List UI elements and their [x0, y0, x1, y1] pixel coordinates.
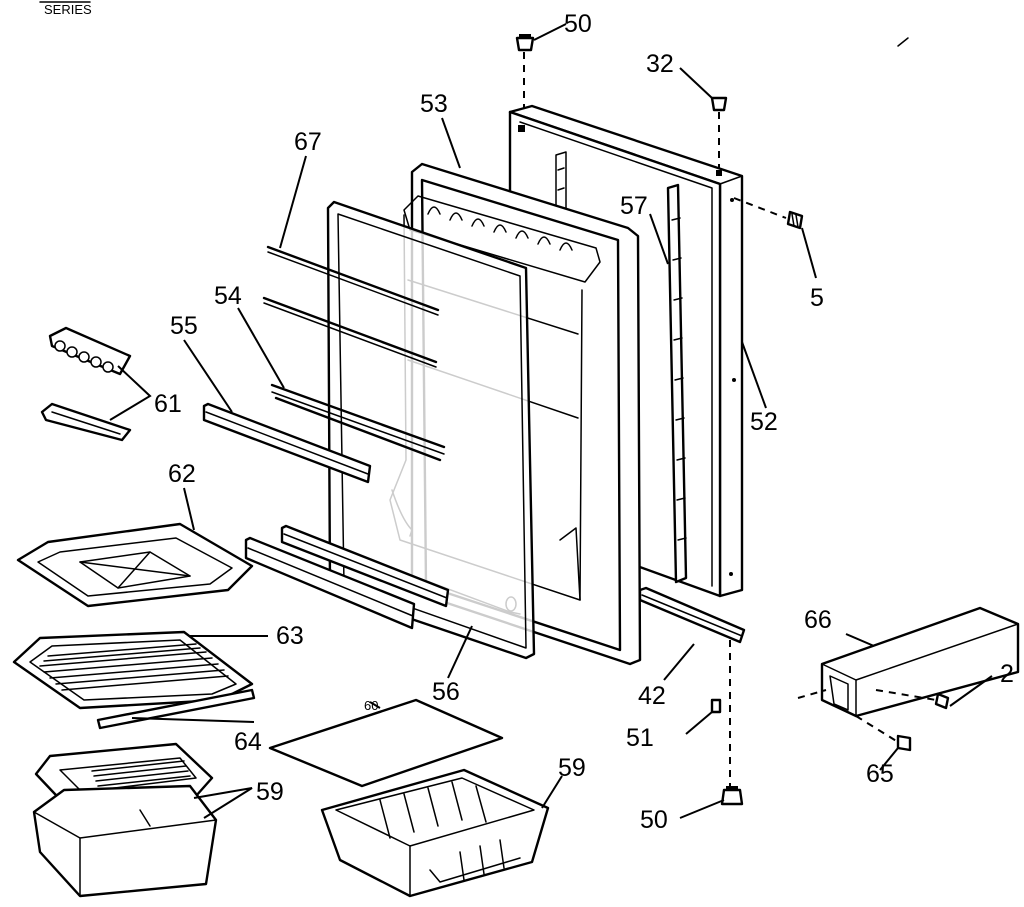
callout-51: 51	[626, 724, 654, 752]
shelf-bars	[262, 245, 446, 462]
header-text: SERIES	[44, 2, 92, 17]
crisper-cover-glass	[268, 698, 504, 788]
header-fragment: SERIES	[39, 1, 92, 17]
gasket-strip	[666, 183, 688, 584]
callout-52: 52	[750, 408, 778, 436]
assembly-lines	[523, 52, 937, 786]
callout-5: 5	[810, 284, 824, 312]
hinge-pin-bottom	[720, 788, 744, 806]
callout-66: 66	[804, 606, 832, 634]
screw-5	[786, 210, 804, 230]
callout-57: 57	[620, 192, 648, 220]
callout-42: 42	[638, 682, 666, 710]
callout-59-left: 59	[256, 778, 284, 806]
callout-55: 55	[170, 312, 198, 340]
callout-61: 61	[154, 390, 182, 418]
crisper-right	[320, 768, 550, 898]
leader-lines	[109, 23, 993, 819]
callout-56: 56	[432, 678, 460, 706]
shelf-grille	[12, 630, 254, 710]
shelf-rail-lower	[244, 524, 450, 630]
stray-mark	[897, 37, 909, 47]
fasteners	[515, 34, 950, 806]
callout-64: 64	[234, 728, 262, 756]
callout-labels: 50 32 53 67 57 5 54 55 61 52 62 63 66 2 …	[154, 10, 1014, 834]
callout-62: 62	[168, 460, 196, 488]
callout-63: 63	[276, 622, 304, 650]
callout-65: 65	[866, 760, 894, 788]
callout-50-top: 50	[564, 10, 592, 38]
callout-59-right: 59	[558, 754, 586, 782]
callout-50-bottom: 50	[640, 806, 668, 834]
callout-54: 54	[214, 282, 242, 310]
egg-tray	[40, 326, 132, 442]
callout-2: 2	[1000, 660, 1014, 688]
crisper-left	[32, 742, 218, 898]
screw-65	[896, 734, 912, 752]
callout-67: 67	[294, 128, 322, 156]
callout-60: 60	[364, 698, 378, 713]
door-bar	[638, 586, 746, 644]
dairy-compartment	[820, 606, 1020, 718]
hinge-pin-32	[710, 96, 728, 112]
screw-2	[934, 692, 950, 710]
callout-53: 53	[420, 90, 448, 118]
ice-tray	[16, 522, 254, 608]
grille-lines	[39, 643, 229, 691]
screw-51	[710, 698, 722, 714]
shelf-rail-upper	[202, 402, 372, 484]
hinge-pin-top	[515, 36, 535, 52]
callout-32: 32	[646, 50, 674, 78]
